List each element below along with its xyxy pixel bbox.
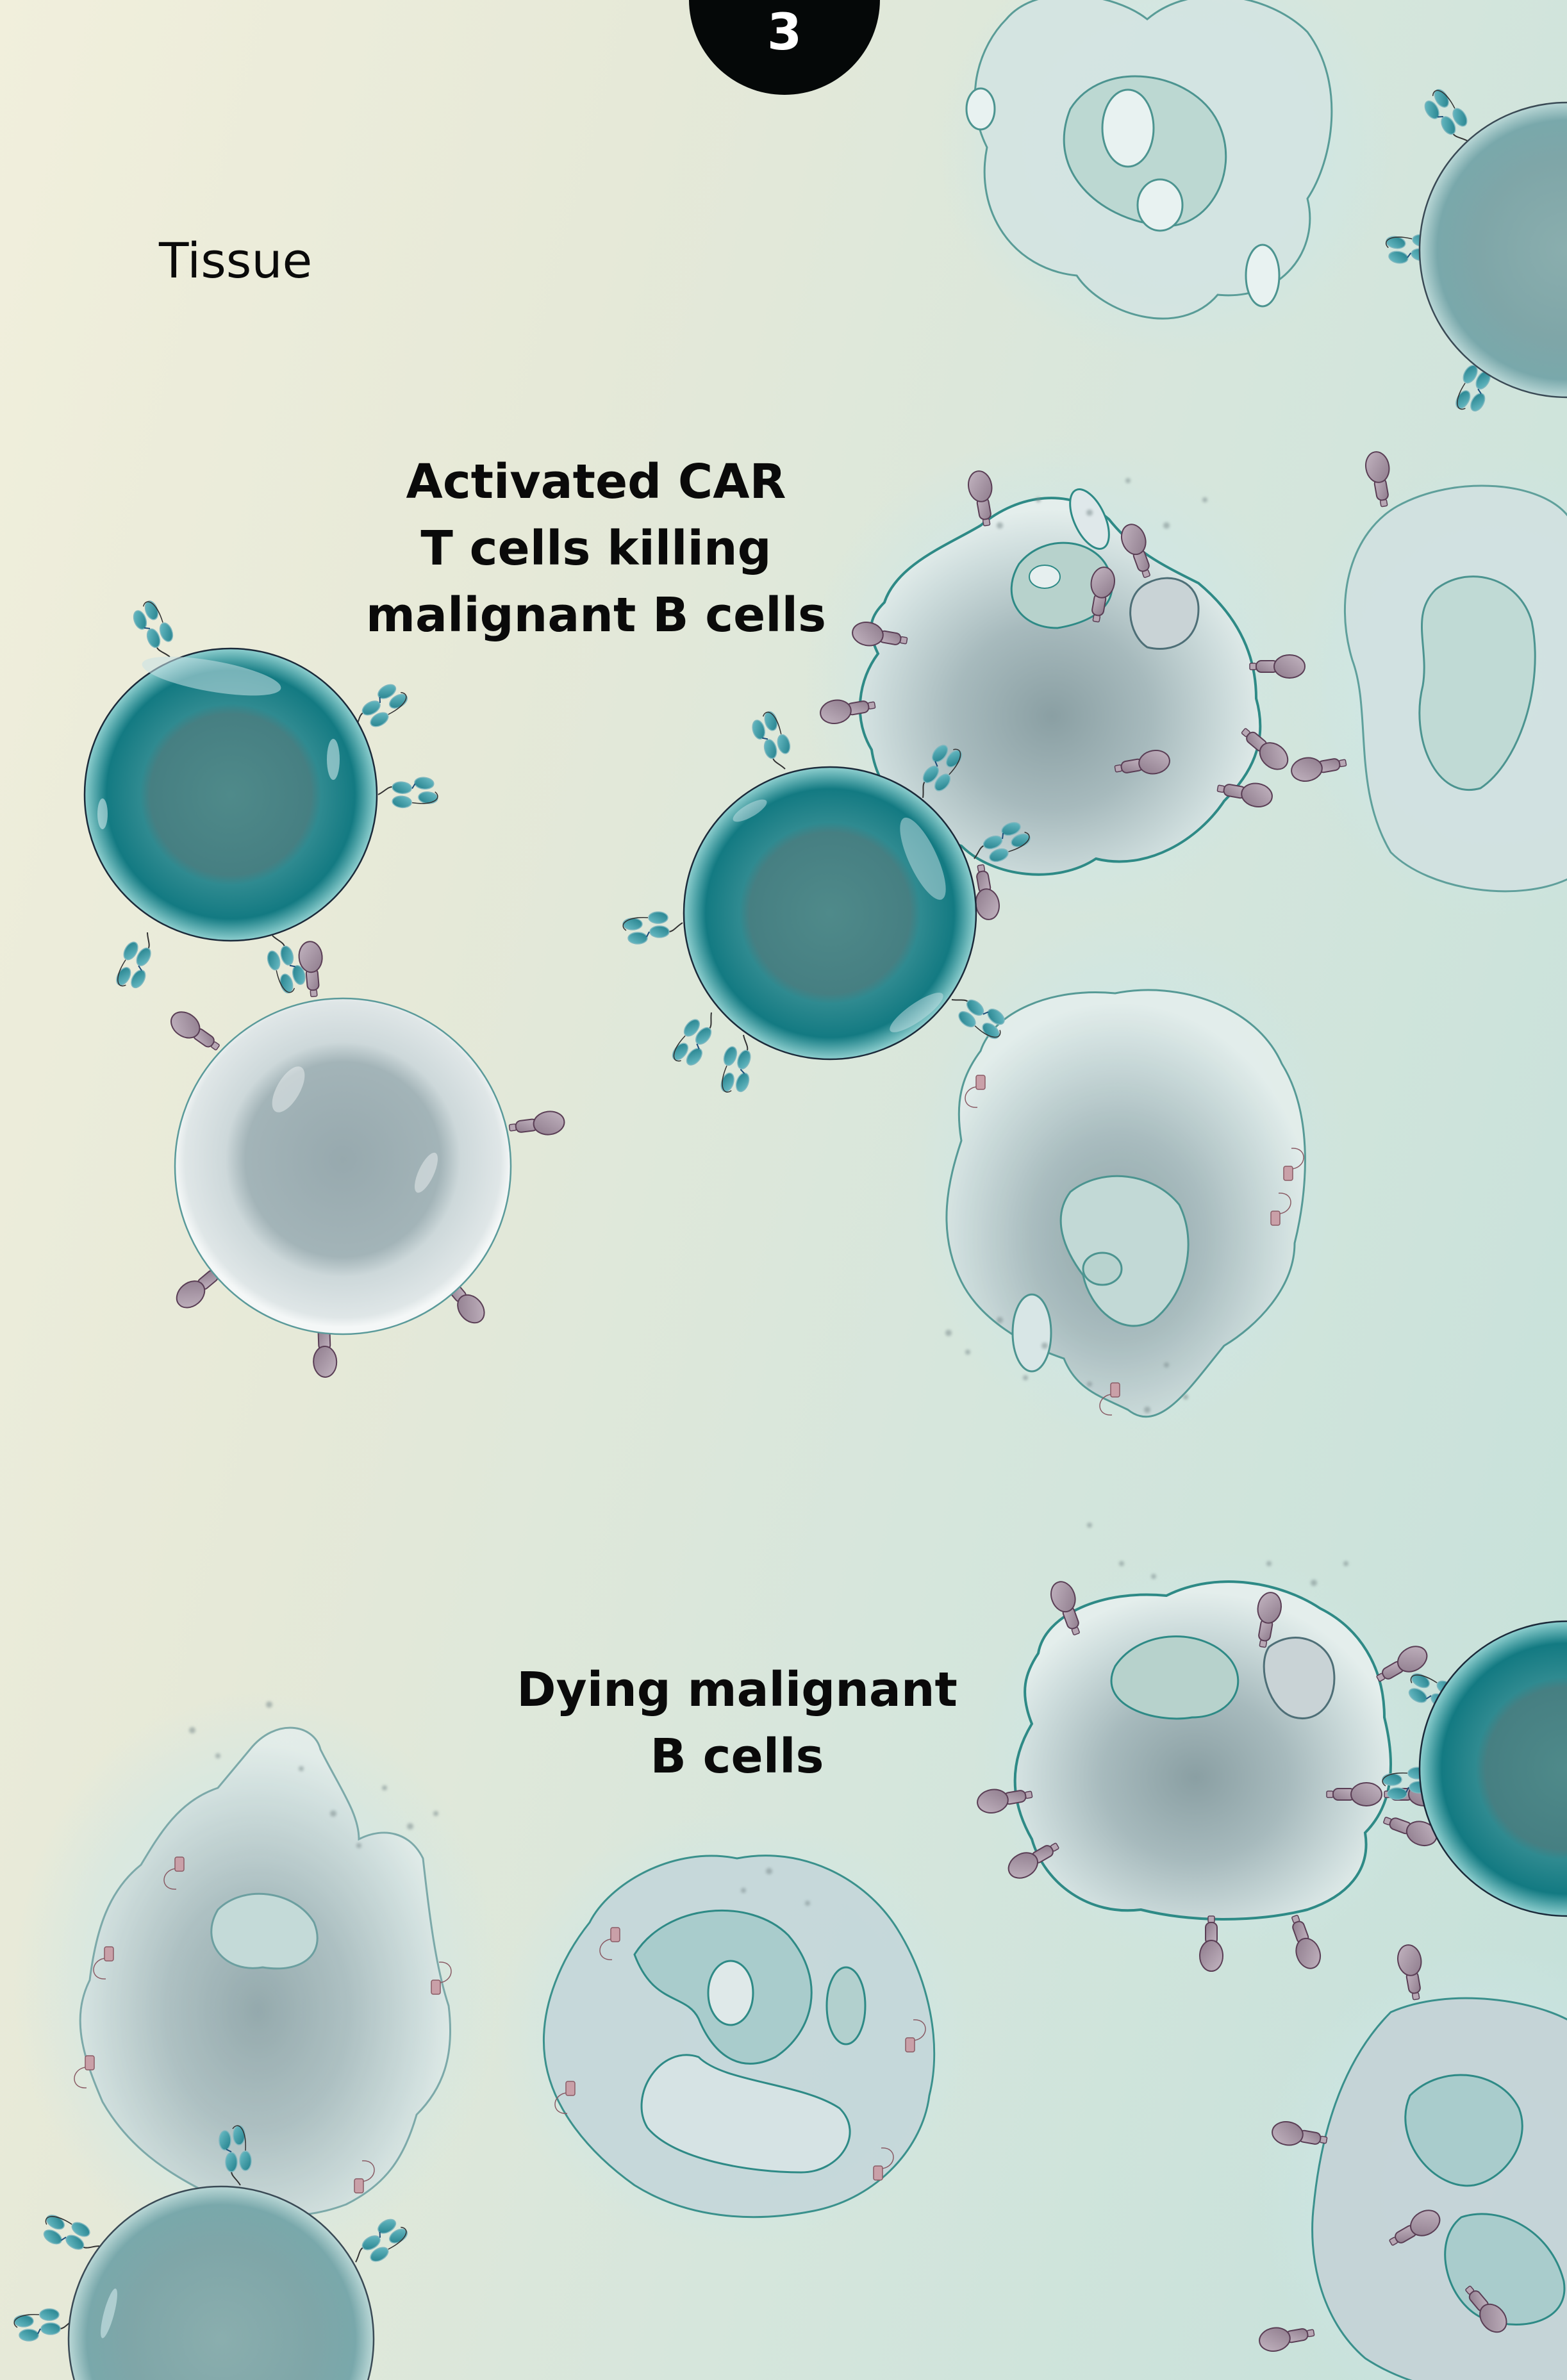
step-number: 3 xyxy=(767,4,802,62)
car-t-cell-upper-left xyxy=(83,596,440,997)
cell-debris-dots xyxy=(189,478,1348,1906)
dying-b-cell-killed-upper xyxy=(801,436,1314,923)
dying-b-cell-left xyxy=(13,1692,500,2268)
dying-b-cell-bottom-right xyxy=(1256,1942,1567,2380)
malignant-b-cell xyxy=(165,939,567,1378)
label-line: Dying malignant xyxy=(517,1662,958,1717)
dying-b-cell-upper-right xyxy=(1282,449,1567,916)
dying-b-cell-bottom-center xyxy=(493,1814,981,2249)
label-line: T cells killing xyxy=(420,521,772,576)
label-line: malignant B cells xyxy=(365,588,827,643)
dying-b-cell-right xyxy=(974,1551,1441,1972)
dying-b-cells-label: Dying malignant B cells xyxy=(474,1657,1000,1790)
label-line: B cells xyxy=(650,1729,824,1784)
tissue-label: Tissue xyxy=(159,232,313,289)
car-t-cell-top-right xyxy=(1382,83,1567,419)
dying-b-cell-killed-lower xyxy=(910,910,1346,1448)
car-t-cell-center xyxy=(622,707,1035,1099)
car-t-cell-bottom-left xyxy=(13,2125,414,2380)
car-t-cell-bottom-right xyxy=(1382,1620,1567,1917)
activated-car-t-label: Activated CAR T cells killing malignant … xyxy=(333,449,859,649)
dying-b-cell-top xyxy=(936,0,1397,359)
label-line: Activated CAR xyxy=(406,454,786,509)
